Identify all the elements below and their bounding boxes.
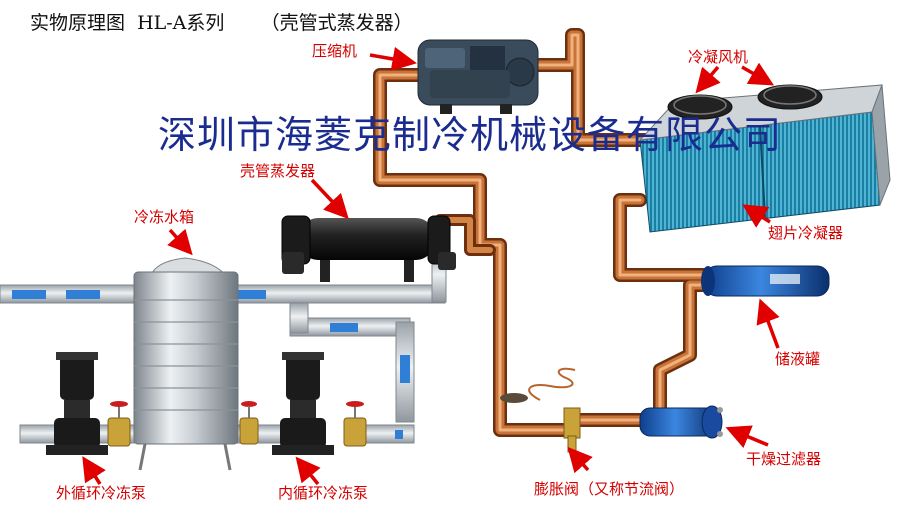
filter-drier	[639, 405, 723, 439]
tank-valve	[239, 401, 259, 445]
expansion-valve	[500, 367, 581, 453]
label-evaporator: 壳管蒸发器	[240, 162, 316, 180]
refrigerant-piping	[373, 28, 712, 437]
shell-tube-evaporator	[281, 215, 456, 282]
arrow-water-tank	[167, 228, 193, 256]
liquid-receiver	[701, 265, 830, 297]
company-watermark: 深圳市海菱克制冷机械设备有限公司	[158, 113, 783, 157]
arrow-condenser-fan-2	[741, 62, 775, 86]
arrow-receiver	[756, 298, 780, 349]
inner-pump-valve	[343, 401, 367, 447]
arrow-compressor	[369, 46, 417, 72]
callout-arrows	[82, 46, 780, 486]
arrow-expansion-valve	[567, 446, 593, 474]
arrow-inner-pump	[295, 456, 321, 486]
label-outer-pump: 外循环冷冻泵	[56, 484, 147, 502]
diagram-title: 实物原理图 HL-A系列 （壳管式蒸发器）	[30, 12, 413, 34]
label-filter-drier: 干燥过滤器	[746, 450, 822, 468]
arrow-fin-condenser	[742, 204, 771, 228]
water-tank	[133, 257, 239, 471]
outer-pump-valve	[107, 401, 131, 447]
label-compressor: 压缩机	[312, 42, 358, 60]
arrow-outer-pump	[82, 456, 106, 485]
arrow-evaporator	[310, 178, 349, 220]
outer-pump	[46, 352, 108, 455]
arrow-condenser-fan	[695, 65, 721, 94]
label-liquid-receiver: 储液罐	[775, 350, 821, 368]
inner-pump	[272, 352, 334, 455]
label-fin-condenser: 翅片冷凝器	[768, 224, 844, 242]
label-inner-pump: 内循环冷冻泵	[278, 484, 369, 502]
arrow-filter	[725, 425, 769, 449]
label-expansion-valve: 膨胀阀（又称节流阀）	[534, 480, 685, 498]
label-water-tank: 冷冻水箱	[134, 208, 195, 226]
condenser-fans	[667, 84, 823, 120]
label-condenser-fan: 冷凝风机	[688, 48, 749, 66]
compressor	[417, 39, 539, 114]
